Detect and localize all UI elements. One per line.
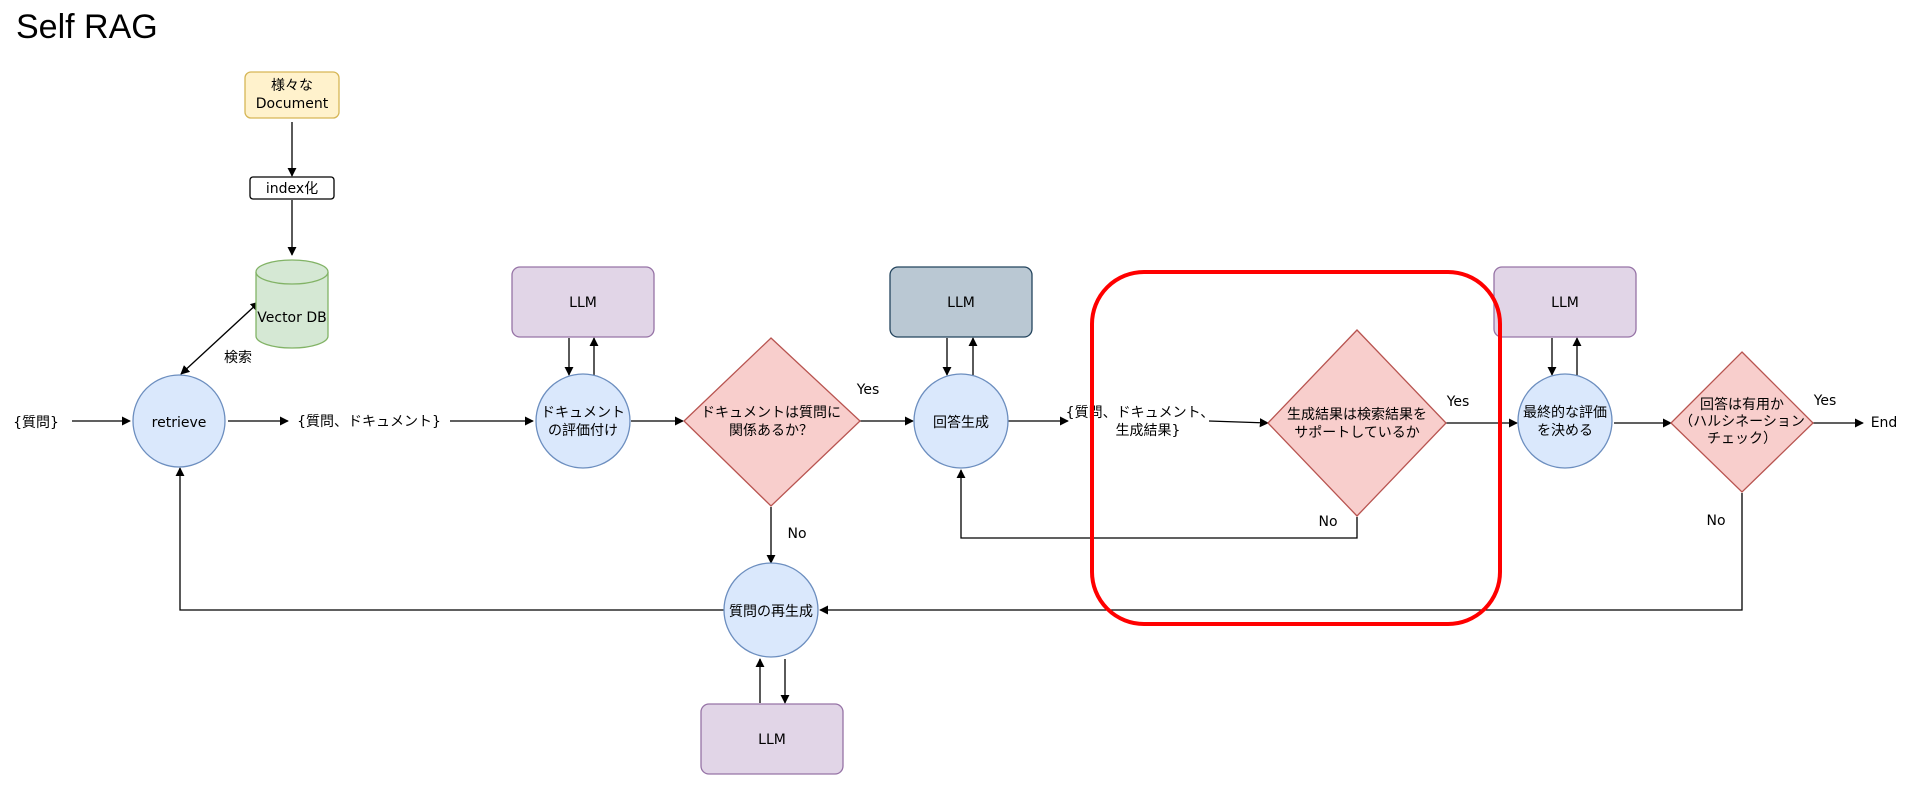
supported-label-1: 生成結果は検索結果を — [1287, 406, 1427, 423]
grade-label-1: ドキュメント — [541, 405, 625, 421]
final-label-1: 最終的な評価 — [1523, 405, 1607, 421]
useful-label-3: チェック） — [1707, 431, 1777, 447]
documents-node: 様々な Document — [244, 71, 340, 119]
grade-label-2: の評価付け — [548, 423, 618, 439]
yes-label-3: Yes — [1813, 393, 1837, 409]
useful-decision: 回答は有用か （ハルシネーション チェック） — [1670, 351, 1814, 493]
yes-label-1: Yes — [856, 382, 880, 398]
llm-generate-label: LLM — [947, 295, 975, 311]
useful-label-1: 回答は有用か — [1700, 396, 1784, 413]
rewrite-node: 質問の再生成 — [723, 562, 819, 658]
llm-rewrite-box: LLM — [700, 703, 844, 775]
useful-label-2: （ハルシネーション — [1679, 414, 1805, 430]
relevant-label-2: 関係あるか？ — [729, 423, 813, 439]
edge-useful-rewrite-no — [819, 493, 1743, 615]
qdg-label-2: 生成結果} — [1116, 423, 1181, 439]
retrieve-node: retrieve — [132, 374, 226, 468]
edge-rewrite-retrieve — [175, 467, 724, 611]
documents-label-1: 様々な — [271, 78, 313, 94]
edge-supported-generate-no — [956, 469, 1358, 539]
relevant-label-1: ドキュメントは質問に — [701, 405, 841, 421]
page-title: Self RAG — [16, 8, 158, 46]
qdg-label-1: {質問、ドキュメント、 — [1066, 405, 1215, 421]
question-docs-label: {質問、ドキュメント} — [297, 414, 441, 430]
no-label-1: No — [787, 526, 806, 542]
llm-grade-box: LLM — [511, 266, 655, 338]
index-label: index化 — [266, 181, 318, 197]
generate-label: 回答生成 — [933, 414, 989, 431]
highlight-box — [1090, 270, 1502, 626]
end-label: End — [1871, 415, 1898, 431]
edge-qdg-supported — [1208, 418, 1269, 428]
no-label-3: No — [1706, 513, 1725, 529]
edge-vectordb-retrieve — [180, 301, 260, 375]
relevant-decision: ドキュメントは質問に 関係あるか？ — [683, 337, 861, 507]
edges — [72, 122, 1864, 704]
no-label-2: No — [1318, 514, 1337, 530]
llm-grade-label: LLM — [569, 295, 597, 311]
llm-rewrite-label: LLM — [758, 732, 786, 748]
final-node: 最終的な評価 を決める — [1517, 373, 1613, 469]
documents-label-2: Document — [256, 96, 329, 112]
question-label: {質問} — [13, 415, 59, 431]
llm-generate-box: LLM — [889, 266, 1033, 338]
grade-node: ドキュメント の評価付け — [535, 373, 631, 469]
generate-node: 回答生成 — [913, 373, 1009, 469]
yes-label-2: Yes — [1446, 394, 1470, 410]
retrieve-label: retrieve — [152, 415, 207, 431]
supported-label-2: サポートしているか — [1294, 425, 1420, 441]
vector-db-label: Vector DB — [257, 310, 326, 326]
final-label-2: を決める — [1537, 423, 1593, 439]
vector-db-node: Vector DB — [255, 259, 329, 349]
search-label: 検索 — [224, 349, 252, 366]
index-node: index化 — [249, 176, 335, 200]
supported-decision: 生成結果は検索結果を サポートしているか — [1267, 329, 1447, 517]
rewrite-label: 質問の再生成 — [729, 604, 813, 620]
llm-final-box: LLM — [1493, 266, 1637, 338]
llm-final-label: LLM — [1551, 295, 1579, 311]
